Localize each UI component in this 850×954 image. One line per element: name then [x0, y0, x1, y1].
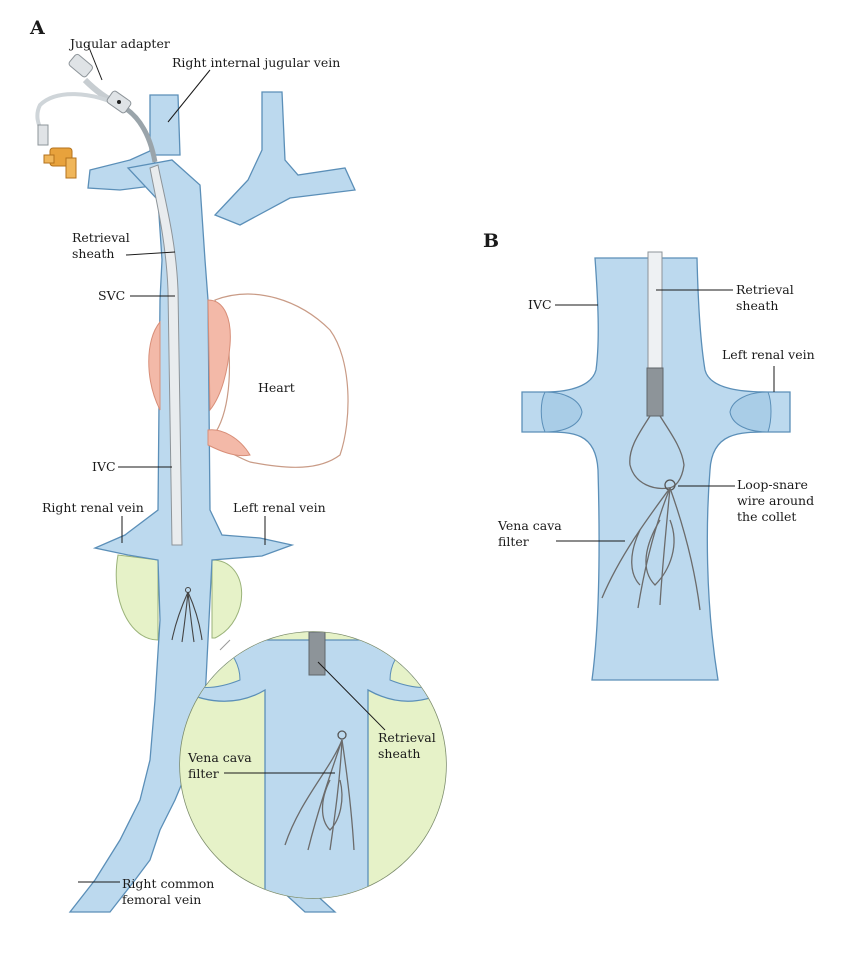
panel-label-a: A [29, 17, 45, 39]
label-right-internal-jugular-vein: Right internal jugular vein [172, 55, 340, 70]
retrieval-sheath-b [646, 251, 664, 417]
vena-cava-filter-a [171, 587, 203, 643]
label-retrieval-sheath-line2: sheath [72, 246, 114, 261]
label-heart: Heart [258, 380, 295, 395]
label-b-filter-line2: filter [498, 534, 529, 549]
label-ivc-a: IVC [92, 459, 116, 474]
jugular-adapter [35, 53, 158, 179]
label-snare-line2: wire around [737, 493, 814, 508]
label-retrieval-sheath-line1: Retrieval [72, 230, 130, 245]
label-snare-line1: Loop-snare [737, 477, 808, 492]
label-b-filter-line1: Vena cava [497, 518, 562, 533]
label-left-renal-vein-b: Left renal vein [722, 347, 815, 362]
label-snare-line3: the collet [737, 509, 796, 524]
retrieval-sheath-a [149, 164, 183, 546]
label-inset-retrieval-sheath-line1: Retrieval [378, 730, 436, 745]
panel-b-vessel [521, 257, 791, 681]
label-b-sheath-line1: Retrieval [736, 282, 794, 297]
label-ivc-b: IVC [528, 297, 552, 312]
label-right-renal-vein: Right renal vein [42, 500, 144, 515]
label-svc: SVC [98, 288, 125, 303]
snare-and-filter-b [601, 415, 701, 611]
panel-label-b: B [483, 230, 499, 252]
label-b-sheath-line2: sheath [736, 298, 778, 313]
label-inset-retrieval-sheath-line2: sheath [378, 746, 420, 761]
panel-b-labels: IVC Retrieval sheath Left renal vein Loo… [497, 282, 815, 549]
label-femoral-line2: femoral vein [122, 892, 201, 907]
kidneys [115, 554, 243, 641]
panel-b-leaders [555, 289, 775, 542]
panel-a-labels: Jugular adapter Right internal jugular v… [42, 36, 436, 907]
label-inset-filter-line2: filter [188, 766, 219, 781]
label-jugular-adapter: Jugular adapter [68, 36, 170, 51]
label-inset-filter-line1: Vena cava [187, 750, 252, 765]
panel-a-leaders [78, 44, 386, 883]
label-left-renal-vein-a: Left renal vein [233, 500, 326, 515]
label-femoral-line1: Right common [122, 876, 214, 891]
heart [148, 293, 349, 468]
